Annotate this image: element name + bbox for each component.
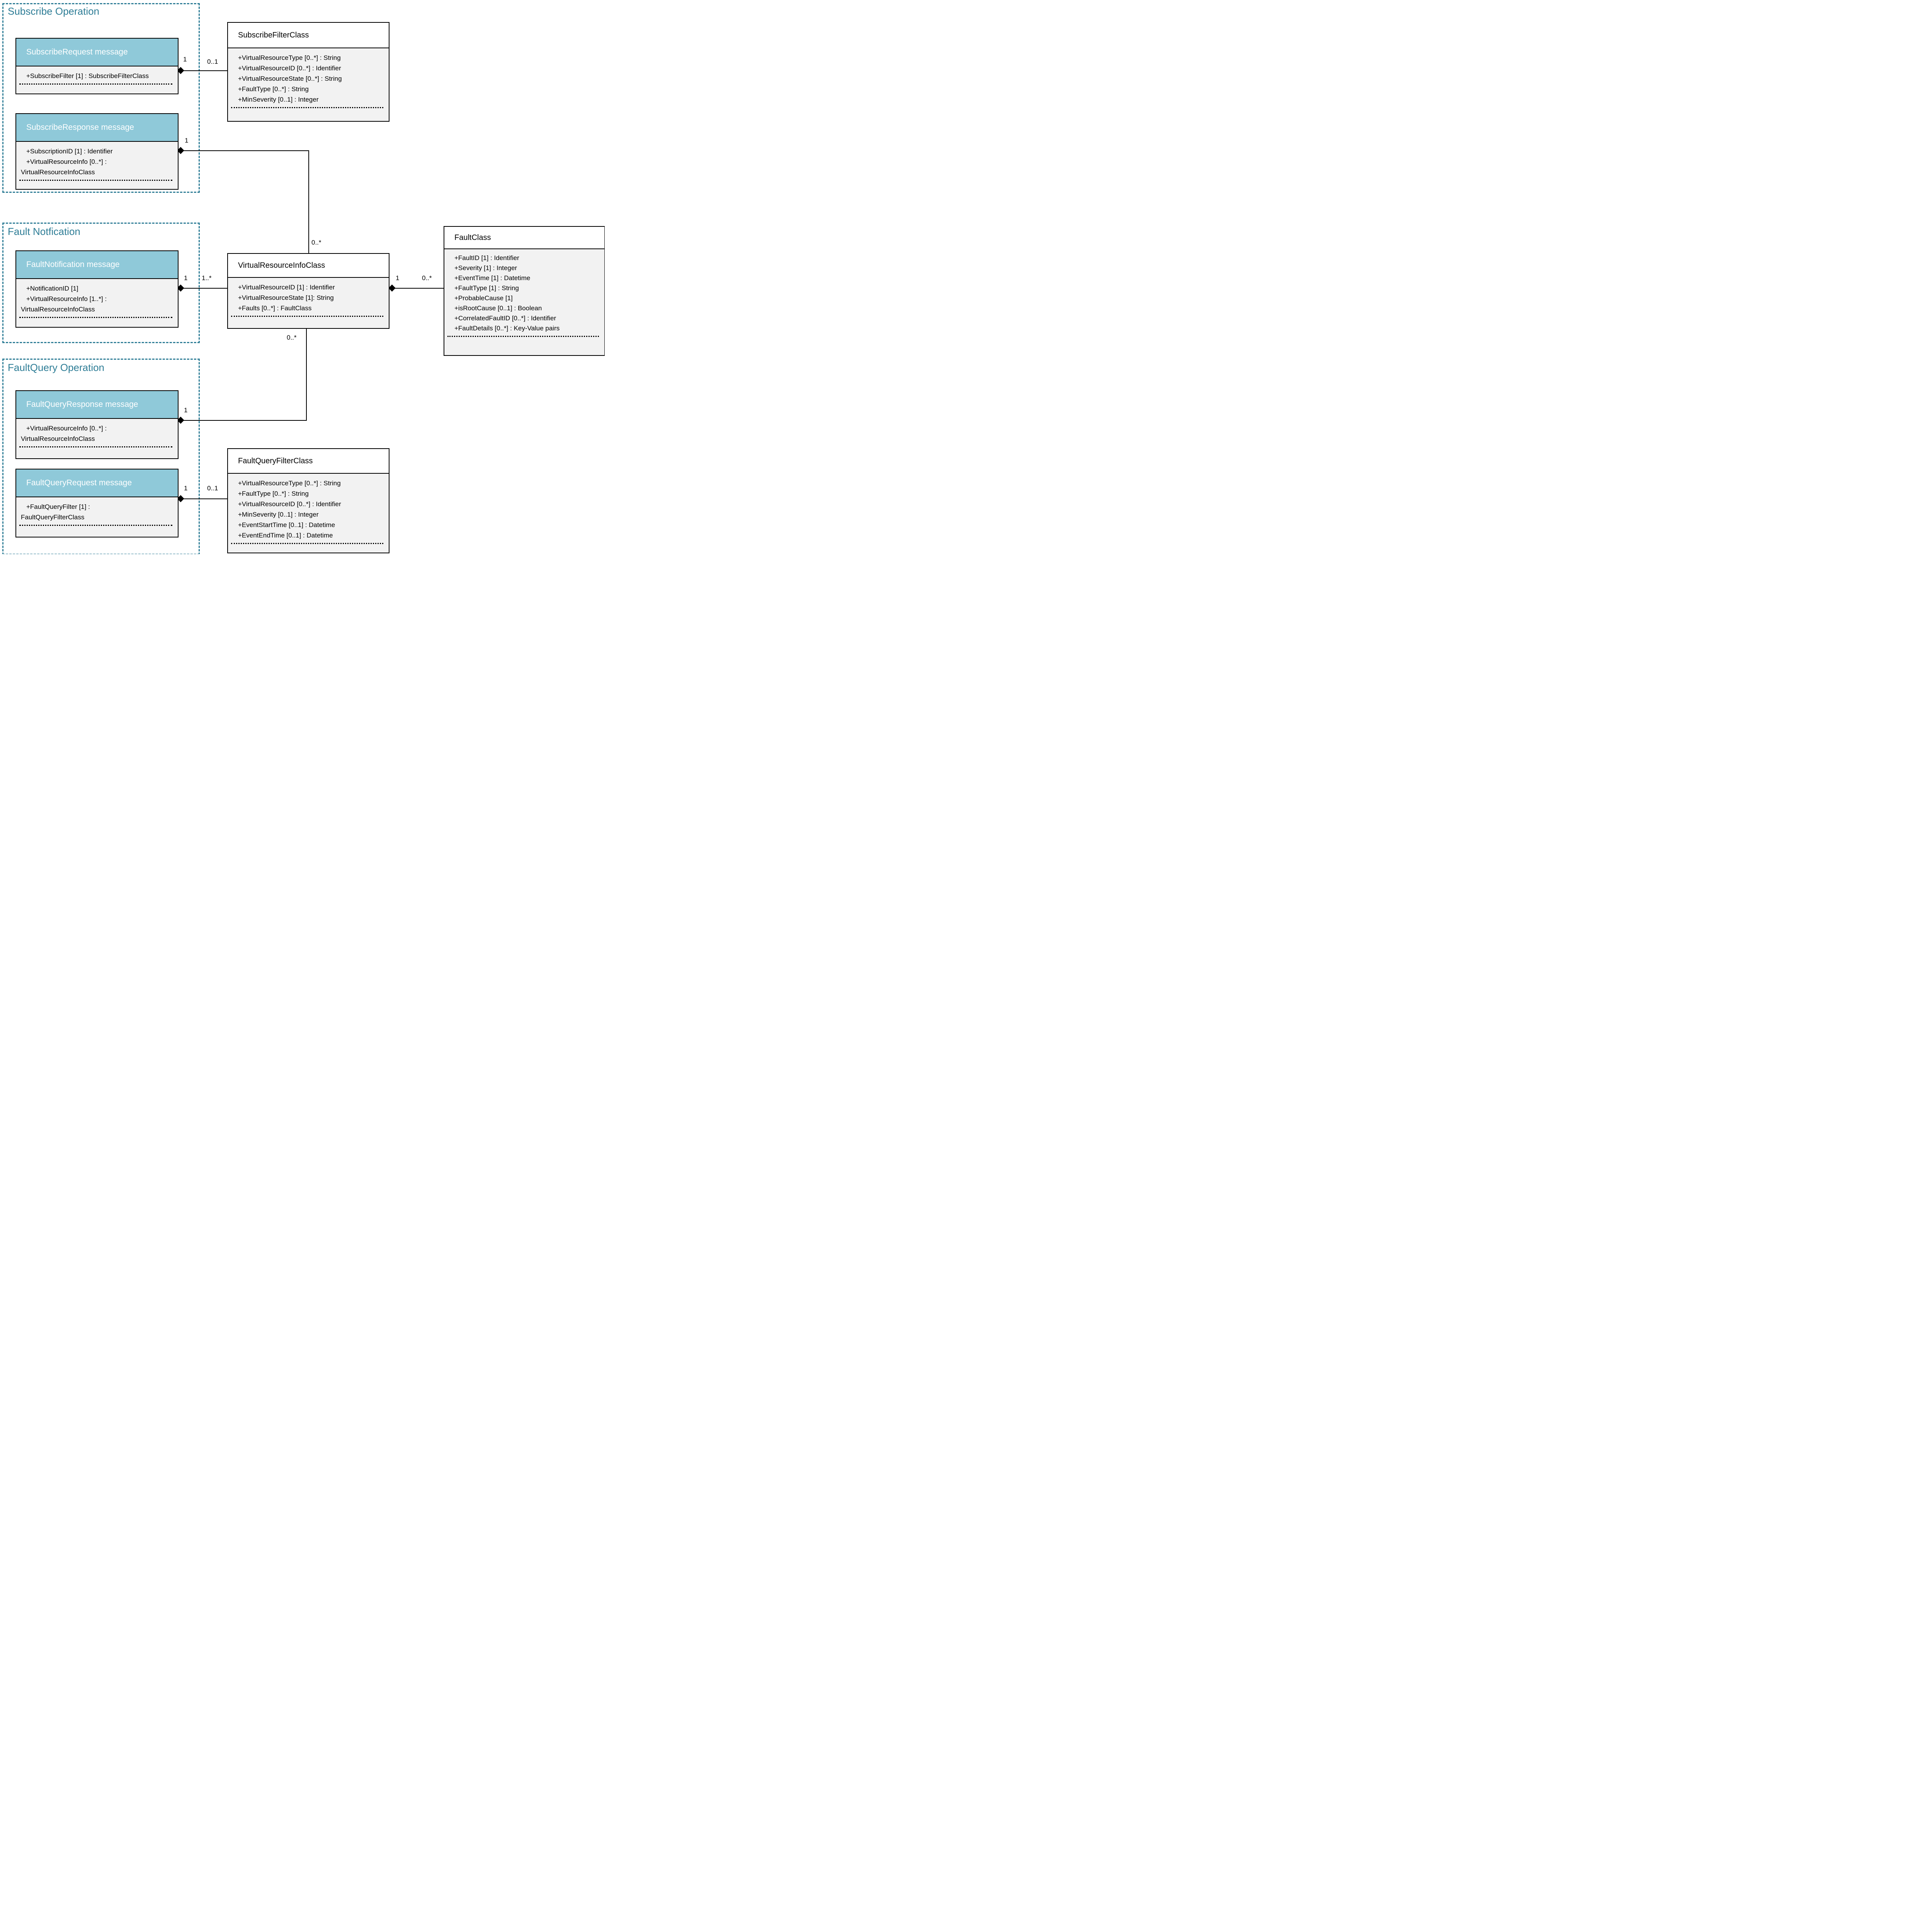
attribute-section: +VirtualResourceID [1] : Identifier +Vir…: [228, 278, 389, 328]
attribute-section: +VirtualResourceInfo [0..*] : VirtualRes…: [16, 419, 178, 458]
group-fault-notification-title: Fault Notfication: [8, 226, 80, 237]
class-header: SubscribeFilterClass: [228, 23, 389, 48]
attribute: +FaultType [0..*] : String: [238, 490, 309, 497]
attribute: +MinSeverity [0..1] : Integer: [238, 511, 319, 518]
attribute: +VirtualResourceID [0..*] : Identifier: [238, 65, 341, 72]
connector-fault-query-response-vri-v: [306, 329, 307, 421]
uml-class-diagram: Subscribe Operation Fault Notfication Fa…: [0, 0, 605, 554]
attribute-divider: [19, 317, 172, 318]
attribute: +Faults [0..*] : FaultClass: [238, 304, 312, 312]
attribute: +SubscriptionID [1] : Identifier: [26, 148, 113, 155]
class-box-fault-query-request-message: FaultQueryRequest message +FaultQueryFil…: [15, 469, 179, 537]
connector-fault-notification-vri: [179, 288, 227, 289]
attribute: +VirtualResourceType [0..*] : String: [238, 54, 341, 61]
attribute-continuation: VirtualResourceInfoClass: [21, 435, 95, 442]
attribute-divider: [19, 83, 172, 85]
attribute: +SubscribeFilter [1] : SubscribeFilterCl…: [26, 72, 149, 80]
attribute: +VirtualResourceID [0..*] : Identifier: [238, 500, 341, 508]
attribute-continuation: FaultQueryFilterClass: [21, 514, 85, 521]
class-box-fault-query-filter-class: FaultQueryFilterClass +VirtualResourceTy…: [227, 448, 389, 553]
class-box-fault-query-response-message: FaultQueryResponse message +VirtualResou…: [15, 390, 179, 459]
attribute: +VirtualResourceInfo [0..*] :: [26, 425, 107, 432]
attribute: +FaultType [1] : String: [454, 284, 519, 292]
attribute-divider: [19, 180, 172, 181]
class-header: FaultQueryRequest message: [16, 469, 178, 497]
attribute: +EventTime [1] : Datetime: [454, 274, 531, 282]
attribute: +VirtualResourceInfo [0..*] :: [26, 158, 107, 165]
attribute: +NotificationID [1]: [26, 285, 78, 292]
group-fault-query-operation-title: FaultQuery Operation: [8, 362, 105, 373]
class-header: SubscribeRequest message: [16, 39, 178, 66]
attribute-section: +SubscribeFilter [1] : SubscribeFilterCl…: [16, 66, 178, 94]
group-subscribe-operation: [2, 3, 200, 193]
attribute-continuation: VirtualResourceInfoClass: [21, 168, 95, 176]
composition-diamond-icon: [388, 284, 396, 292]
group-subscribe-operation-title: Subscribe Operation: [8, 5, 100, 17]
attribute: +VirtualResourceState [0..*] : String: [238, 75, 342, 82]
attribute-section: +VirtualResourceType [0..*] : String +Vi…: [228, 48, 389, 121]
multiplicity-source: 1: [183, 56, 187, 63]
multiplicity-target: 0..1: [207, 485, 218, 492]
attribute: +FaultID [1] : Identifier: [454, 254, 519, 262]
class-box-subscribe-filter-class: SubscribeFilterClass +VirtualResourceTyp…: [227, 22, 389, 122]
multiplicity-source: 1: [396, 274, 400, 282]
connector-vri-faultclass: [389, 288, 444, 289]
class-box-fault-notification-message: FaultNotification message +NotificationI…: [15, 250, 179, 328]
attribute: +VirtualResourceInfo [1..*] :: [26, 295, 107, 303]
attribute: +FaultQueryFilter [1] :: [26, 503, 90, 510]
attribute-continuation: VirtualResourceInfoClass: [21, 306, 95, 313]
attribute-section: +SubscriptionID [1] : Identifier +Virtua…: [16, 142, 178, 189]
attribute: +VirtualResourceType [0..*] : String: [238, 480, 341, 487]
attribute: +MinSeverity [0..1] : Integer: [238, 96, 319, 103]
attribute-section: +FaultID [1] : Identifier +Severity [1] …: [444, 249, 604, 355]
attribute: +FaultDetails [0..*] : Key-Value pairs: [454, 325, 560, 332]
group-fault-notification: [2, 223, 200, 343]
attribute-divider: [19, 446, 172, 447]
connector-subscribe-response-vri-h: [179, 150, 309, 151]
multiplicity-target: 0..*: [311, 239, 321, 246]
attribute: +FaultType [0..*] : String: [238, 85, 309, 93]
multiplicity-target: 0..*: [287, 334, 297, 341]
attribute-section: +NotificationID [1] +VirtualResourceInfo…: [16, 279, 178, 327]
class-box-fault-class: FaultClass +FaultID [1] : Identifier +Se…: [444, 226, 605, 356]
attribute: +EventStartTime [0..1] : Datetime: [238, 521, 335, 529]
class-header: FaultQueryResponse message: [16, 391, 178, 419]
connector-fault-query-request-filter: [179, 498, 227, 499]
attribute: +ProbableCause [1]: [454, 294, 513, 302]
group-fault-query-operation: [2, 359, 200, 554]
attribute-divider: [231, 107, 383, 108]
class-box-subscribe-response-message: SubscribeResponse message +SubscriptionI…: [15, 113, 179, 190]
multiplicity-target: 1..*: [202, 274, 212, 282]
multiplicity-target: 0..*: [422, 274, 432, 282]
multiplicity-source: 1: [185, 137, 189, 144]
connector-fault-query-response-vri-h: [179, 420, 307, 421]
class-box-subscribe-request-message: SubscribeRequest message +SubscribeFilte…: [15, 38, 179, 94]
multiplicity-target: 0..1: [207, 58, 218, 65]
connector-subscribe-request-filter: [179, 70, 227, 71]
class-box-virtual-resource-info-class: VirtualResourceInfoClass +VirtualResourc…: [227, 253, 389, 329]
attribute-section: +FaultQueryFilter [1] : FaultQueryFilter…: [16, 497, 178, 537]
attribute: +EventEndTime [0..1] : Datetime: [238, 532, 333, 539]
attribute-divider: [447, 336, 599, 337]
multiplicity-source: 1: [184, 274, 188, 282]
class-header: SubscribeResponse message: [16, 114, 178, 142]
attribute: +isRootCause [0..1] : Boolean: [454, 304, 542, 312]
attribute-divider: [231, 543, 383, 544]
multiplicity-source: 1: [184, 406, 188, 414]
multiplicity-source: 1: [184, 485, 188, 492]
class-header: FaultNotification message: [16, 251, 178, 279]
attribute: +CorrelatedFaultID [0..*] : Identifier: [454, 315, 556, 322]
connector-subscribe-response-vri-v: [308, 150, 309, 253]
class-header: FaultClass: [444, 227, 604, 249]
attribute-divider: [19, 525, 172, 526]
attribute: +Severity [1] : Integer: [454, 264, 517, 272]
attribute-divider: [231, 316, 383, 317]
class-header: FaultQueryFilterClass: [228, 449, 389, 474]
attribute-section: +VirtualResourceType [0..*] : String +Fa…: [228, 474, 389, 553]
class-header: VirtualResourceInfoClass: [228, 254, 389, 278]
attribute: +VirtualResourceState [1]: String: [238, 294, 334, 301]
attribute: +VirtualResourceID [1] : Identifier: [238, 284, 335, 291]
